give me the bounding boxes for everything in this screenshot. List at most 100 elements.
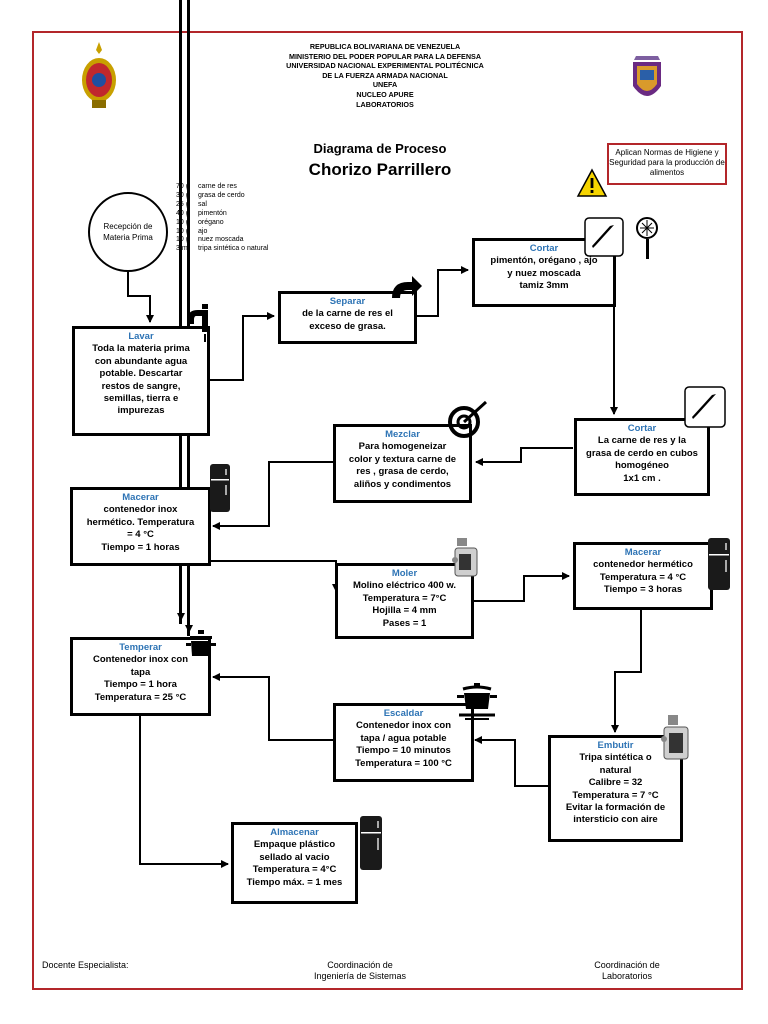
step-line: impurezas — [117, 405, 165, 417]
step-line: Temperatura = 25 °C — [94, 691, 187, 703]
step-line: Molino eléctrico 400 w. — [352, 580, 457, 592]
diagram-title: Diagrama de Proceso — [313, 141, 447, 156]
arrow-separar-cortar1 — [416, 266, 469, 317]
header-line: UNEFA — [372, 80, 398, 90]
step-line: Para homogeneizar — [358, 441, 447, 453]
refrigerator-icon — [210, 464, 230, 512]
step-line: 1x1 cm . — [623, 472, 661, 484]
step-lavar: Lavar Toda la materia prima con abundant… — [72, 326, 210, 436]
product-title: Chorizo Parrillero — [308, 160, 452, 179]
step-line: = 4 °C — [127, 529, 154, 541]
step-moler: Moler Molino eléctrico 400 w. Temperatur… — [335, 563, 474, 639]
ingredient-row: 10 g nuez moscada — [176, 236, 268, 245]
footer-line: Coordinación de — [594, 960, 660, 970]
step-line: Calibre = 32 — [588, 777, 643, 789]
ingredient-name: nuez moscada — [198, 236, 244, 244]
step-line: color y textura carne de — [348, 453, 457, 465]
step-temperar: Temperar Contenedor inox con tapa Tiempo… — [70, 637, 211, 716]
step-line: Tripa sintética o — [579, 752, 652, 764]
step-line: Tiempo = 3 horas — [603, 584, 683, 596]
warning-icon — [576, 168, 608, 197]
arrow-lavar-separar — [209, 312, 275, 381]
ingredient-name: sal — [198, 200, 207, 208]
ingredient-row: 25 g sal — [176, 201, 268, 210]
sausage-stuffer-icon — [661, 715, 689, 760]
step-line: Evitar la formación de — [565, 802, 666, 814]
ingredient-name: pimentón — [198, 209, 227, 217]
step-line: tapa / agua potable — [360, 732, 447, 744]
footer-line: Coordinación de — [327, 960, 393, 970]
page-frame — [32, 31, 743, 990]
arrow-moler-macerar2 — [474, 572, 570, 602]
ingredient-name: orégano — [198, 218, 224, 226]
step-line: Empaque plástico — [253, 839, 336, 851]
refrigerator-icon — [360, 816, 382, 870]
ingredient-qty: 25 g — [176, 200, 190, 208]
arrow-cortar2-mezclar — [475, 447, 573, 466]
sieve-icon — [636, 217, 658, 259]
header-line: DE LA FUERZA ARMADA NACIONAL — [322, 70, 448, 80]
faucet-icon — [188, 304, 208, 342]
header-line: LABORATORIOS — [356, 99, 414, 109]
start-label: Materia Prima — [103, 233, 153, 242]
arrow-mezclar-macerar1 — [212, 461, 333, 530]
step-line: contenedor inox — [103, 504, 178, 516]
ingredient-qty: 10 g — [176, 218, 190, 226]
steaming-pot-icon — [457, 683, 497, 720]
step-line: Temperatura = 4°C — [252, 864, 337, 876]
docente-signature-label: Docente Especialista: — [42, 960, 129, 970]
step-line: intersticio con aire — [573, 814, 658, 826]
ingredient-name: tripa sintética o natural — [198, 245, 269, 253]
step-macerar-2: Macerar contenedor hermético Temperatura… — [573, 542, 713, 610]
arrow-recepcion-lavar — [127, 272, 154, 323]
step-line: tamiz 3mm — [519, 280, 569, 292]
step-line: restos de sangre, — [101, 380, 181, 392]
step-line: pimentón, orégano , ajo — [490, 255, 598, 267]
step-line: y nuez moscada — [507, 267, 581, 279]
ingredient-qty: 10 g — [176, 236, 190, 244]
step-line: Tiempo = 1 horas — [101, 541, 180, 553]
step-line: Toda la materia prima — [92, 343, 190, 355]
step-title: Temperar — [119, 642, 162, 653]
step-line: Tiempo = 10 minutos — [356, 745, 451, 757]
ingredient-qty: 40 g — [176, 209, 190, 217]
step-line: Tiempo máx. = 1 mes — [246, 876, 343, 888]
ingredient-qty: 10 g — [176, 227, 190, 235]
step-line: Pases = 1 — [382, 617, 427, 629]
arrow-macerar1-moler — [211, 560, 340, 592]
step-line: natural — [599, 764, 632, 776]
step-almacenar: Almacenar Empaque plástico sellado al va… — [231, 822, 358, 904]
step-cortar-carne: Cortar La carne de res y la grasa de cer… — [574, 418, 710, 496]
pot-icon — [186, 630, 216, 656]
step-title: Mezclar — [385, 429, 420, 440]
step-title: Moler — [391, 568, 418, 579]
arrow-macerar2-embutir — [611, 610, 642, 733]
step-line: Tiempo = 1 hora — [104, 679, 177, 691]
step-line: hermético. Temperatura — [86, 516, 195, 528]
step-macerar-1: Macerar contenedor inox hermético. Tempe… — [70, 487, 211, 566]
step-title: Cortar — [529, 243, 559, 254]
step-escaldar: Escaldar Contenedor inox con tapa / agua… — [333, 703, 474, 782]
arrow-temperar-almacenar — [139, 715, 229, 868]
mixer-whisk-icon — [448, 400, 488, 438]
institution-header: REPUBLICA BOLIVARIANA DE VENEZUELA MINIS… — [250, 42, 520, 109]
step-title: Macerar — [624, 547, 662, 558]
header-line: MINISTERIO DEL PODER POPULAR PARA LA DEF… — [288, 51, 482, 61]
hygiene-norms-box: Aplican Normas de Higiene y Seguridad pa… — [607, 143, 727, 185]
step-title: Lavar — [128, 331, 154, 342]
ingredient-row: 40 g pimentón — [176, 210, 268, 219]
ingredient-qty: 70 g — [176, 183, 190, 190]
step-line: grasa de cerdo en cubos — [586, 447, 698, 459]
step-line: homogéneo — [615, 460, 669, 472]
coordinacion-laboratorios-label: Coordinación de Laboratorios — [562, 960, 692, 982]
header-line: NUCLEO APURE — [356, 89, 414, 99]
step-title: Escaldar — [383, 708, 424, 719]
header-line: REPUBLICA BOLIVARIANA DE VENEZUELA — [309, 42, 461, 51]
step-line: La carne de res y la — [597, 435, 687, 447]
step-line: Contenedor inox con — [93, 654, 188, 666]
